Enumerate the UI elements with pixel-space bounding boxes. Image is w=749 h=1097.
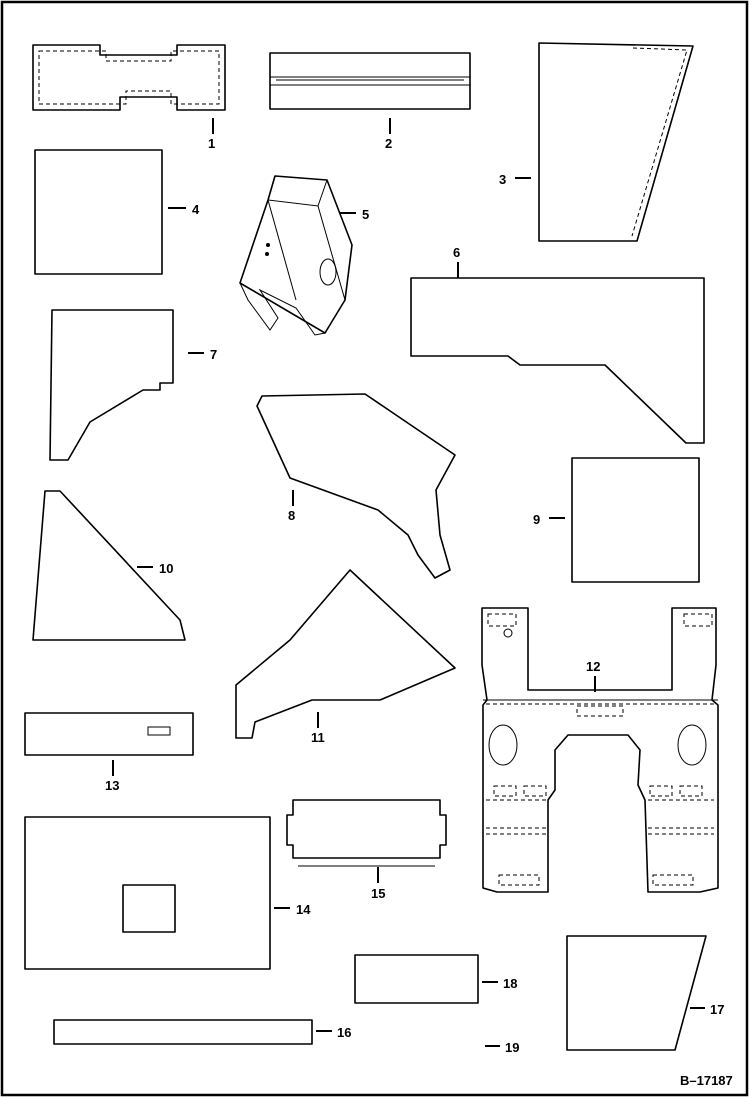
callout-12: 12 (586, 659, 600, 674)
part-12: 12 (481, 607, 719, 893)
callout-14: 14 (296, 902, 311, 917)
part-3: 3 (499, 42, 694, 242)
callout-3: 3 (499, 172, 506, 187)
part-1: 1 (32, 44, 226, 151)
callout-13: 13 (105, 778, 119, 793)
part-8: 8 (256, 393, 456, 579)
callout-18: 18 (503, 976, 517, 991)
callout-11: 11 (311, 730, 325, 745)
callout-4: 4 (192, 202, 200, 217)
part-11: 11 (235, 569, 456, 745)
callout-17: 17 (710, 1002, 724, 1017)
part-9: 9 (533, 457, 700, 583)
callout-1: 1 (208, 136, 215, 151)
part-13: 13 (24, 712, 194, 793)
callout-9: 9 (533, 512, 540, 527)
part-18: 18 (354, 954, 517, 1004)
part-19: 19 (485, 1040, 519, 1055)
callout-10: 10 (159, 561, 173, 576)
callout-8: 8 (288, 508, 295, 523)
part-7: 7 (49, 309, 217, 461)
callout-5: 5 (362, 207, 369, 222)
part-6: 6 (410, 245, 705, 444)
callout-2: 2 (385, 136, 392, 151)
part-14: 14 (24, 816, 311, 970)
callout-19: 19 (505, 1040, 519, 1055)
callout-16: 16 (337, 1025, 351, 1040)
callout-15: 15 (371, 886, 385, 901)
part-2: 2 (269, 52, 471, 151)
part-4: 4 (34, 149, 200, 275)
part-17: 17 (566, 935, 724, 1051)
figure-reference: B–17187 (680, 1073, 733, 1088)
callout-7: 7 (210, 347, 217, 362)
part-15: 15 (286, 799, 447, 901)
callout-6: 6 (453, 245, 460, 260)
part-10: 10 (32, 490, 186, 641)
part-16: 16 (53, 1019, 351, 1045)
part-5: 5 (239, 175, 369, 336)
